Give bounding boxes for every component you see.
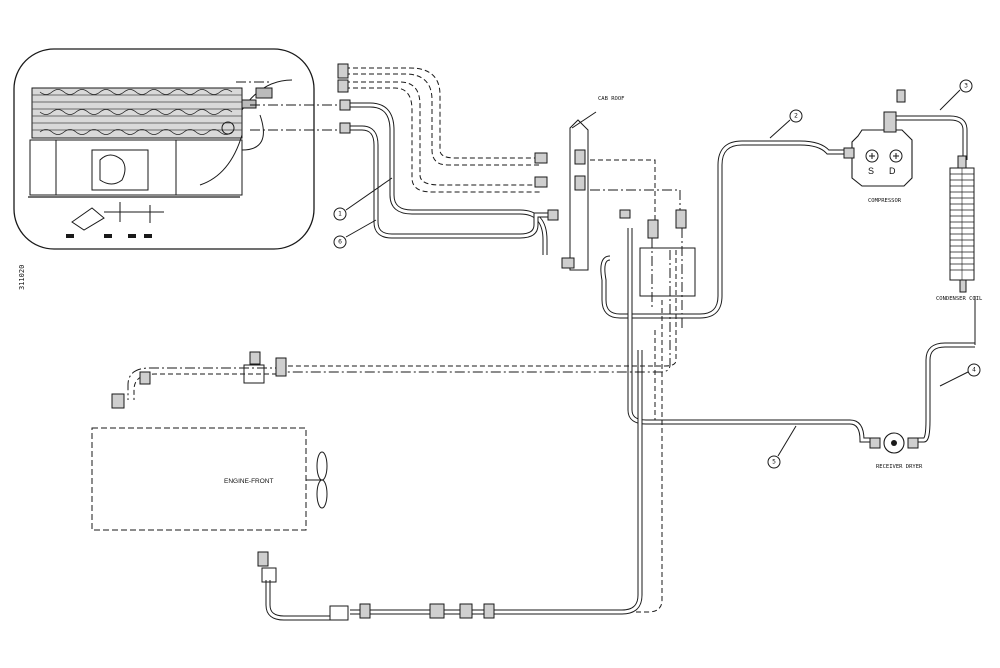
callouts: 1 6 2 3 4 5: [333, 79, 981, 469]
engine-front-label: ENGINE-FRONT: [224, 478, 274, 485]
drawing-number: 311020: [18, 265, 26, 290]
callout-3: 3: [959, 79, 973, 93]
valve-bracket: [590, 159, 696, 330]
engine-outline: [91, 427, 328, 531]
svg-text:2: 2: [794, 113, 798, 120]
heater-hose-lines: [236, 67, 540, 193]
cab-roof-label: CAB ROOF: [598, 96, 625, 102]
compressor-mark-d: D: [889, 166, 896, 176]
compressor: S D: [843, 89, 913, 187]
cab-roof-bulkhead: [534, 111, 631, 271]
callout-5: 5: [767, 455, 781, 469]
callout-2: 2: [789, 109, 803, 123]
ac-hose-lines: [350, 102, 555, 255]
evaporator-fittings: [337, 63, 351, 134]
condenser-coil: [949, 155, 975, 293]
svg-text:5: 5: [772, 459, 776, 466]
receiver-dryer: [869, 432, 919, 454]
condenser-coil-label: CONDENSER COIL: [936, 296, 983, 302]
callout-1: 1: [333, 207, 347, 221]
heater-valve-assembly: [111, 351, 287, 409]
svg-text:6: 6: [338, 239, 342, 246]
callout-4: 4: [967, 363, 981, 377]
engine-heater-line: [257, 551, 495, 621]
compressor-mark-s: S: [868, 166, 874, 176]
callout-6: 6: [333, 235, 347, 249]
ac-main-hoses: [285, 115, 976, 615]
svg-text:4: 4: [972, 367, 976, 374]
compressor-label: COMPRESSOR: [868, 198, 902, 204]
svg-text:1: 1: [338, 211, 342, 218]
svg-text:3: 3: [964, 83, 968, 90]
evaporator-unit: [13, 48, 315, 250]
receiver-dryer-label: RECEIVER DRYER: [876, 464, 923, 470]
